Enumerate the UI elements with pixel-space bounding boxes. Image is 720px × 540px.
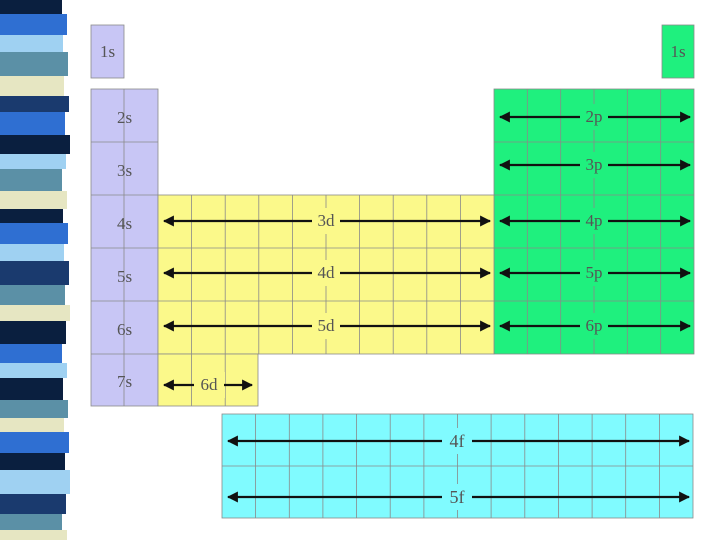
stripe-segment [0, 344, 62, 363]
stripe-segment [0, 0, 62, 14]
d-block: 3d 4d 5d 6d [157, 194, 495, 407]
stripe-segment [0, 96, 69, 112]
he-cell-rect [661, 24, 695, 79]
s-label-3s: 3s [117, 161, 132, 180]
stripe-segment [0, 530, 67, 540]
s-label-6s: 6s [117, 320, 132, 339]
d-label-4d: 4d [318, 263, 336, 282]
decorative-stripe [0, 0, 72, 540]
p-row-2p: 2p [498, 104, 692, 130]
stripe-segment [0, 154, 66, 169]
stripe-segment [0, 209, 63, 223]
p-row-4p: 4p [498, 208, 692, 234]
p-row-3p: 3p [498, 152, 692, 178]
stripe-segment [0, 378, 63, 400]
s-cell-1 [90, 24, 125, 79]
stripe-segment [0, 135, 70, 154]
s-label-2s: 2s [117, 108, 132, 127]
stripe-segment [0, 191, 67, 209]
stripe-segment [0, 418, 64, 432]
d-row-6d: 6d [162, 372, 254, 398]
p-block: 2p 3p 4p 5p 6p [493, 88, 695, 355]
p-label-3p: 3p [586, 155, 603, 174]
d-label-5d: 5d [318, 316, 336, 335]
he-label-1s: 1s [670, 42, 685, 61]
stripe-segment [0, 169, 62, 191]
p-row-5p: 5p [498, 260, 692, 286]
f-block: 4f 5f [221, 413, 694, 519]
helium-cell: 1s [661, 24, 695, 79]
stripe-segment [0, 363, 67, 378]
stripe-segment [0, 35, 63, 52]
stripe-segment [0, 14, 67, 35]
s-label-5s: 5s [117, 267, 132, 286]
s-block: 1s 2s 3s 4s 5s 6s 7s [90, 24, 159, 407]
p-label-2p: 2p [586, 107, 603, 126]
stripe-segment [0, 261, 69, 285]
stripe-segment [0, 453, 65, 470]
stripe-segment [0, 285, 65, 305]
p-label-5p: 5p [586, 263, 603, 282]
stripe-segment [0, 223, 68, 244]
f-row-5f: 5f [226, 484, 691, 510]
p-row-6p: 6p [498, 313, 692, 339]
stripe-segment [0, 432, 69, 453]
f-row-4f: 4f [226, 428, 691, 454]
stripe-segment [0, 244, 64, 261]
stripe-segment [0, 305, 70, 321]
d-label-3d: 3d [318, 211, 336, 230]
p-label-4p: 4p [586, 211, 603, 230]
stripe-segment [0, 470, 70, 494]
stripe-segment [0, 76, 64, 96]
d-row-5d: 5d [162, 313, 492, 339]
s-label-4s: 4s [117, 214, 132, 233]
d-row-3d: 3d [162, 208, 492, 234]
stripe-segment [0, 112, 65, 135]
s-label-7s: 7s [117, 372, 132, 391]
stripe-segment [0, 52, 68, 76]
f-label-5f: 5f [450, 487, 465, 507]
stripe-segment [0, 321, 66, 344]
s-block-body [90, 88, 159, 407]
stripe-segment [0, 494, 66, 514]
f-label-4f: 4f [450, 431, 465, 451]
stripe-segment [0, 514, 62, 530]
p-label-6p: 6p [586, 316, 603, 335]
d-row-4d: 4d [162, 260, 492, 286]
d-label-6d: 6d [201, 375, 219, 394]
s-label-1s: 1s [100, 42, 115, 61]
stripe-segment [0, 400, 68, 418]
